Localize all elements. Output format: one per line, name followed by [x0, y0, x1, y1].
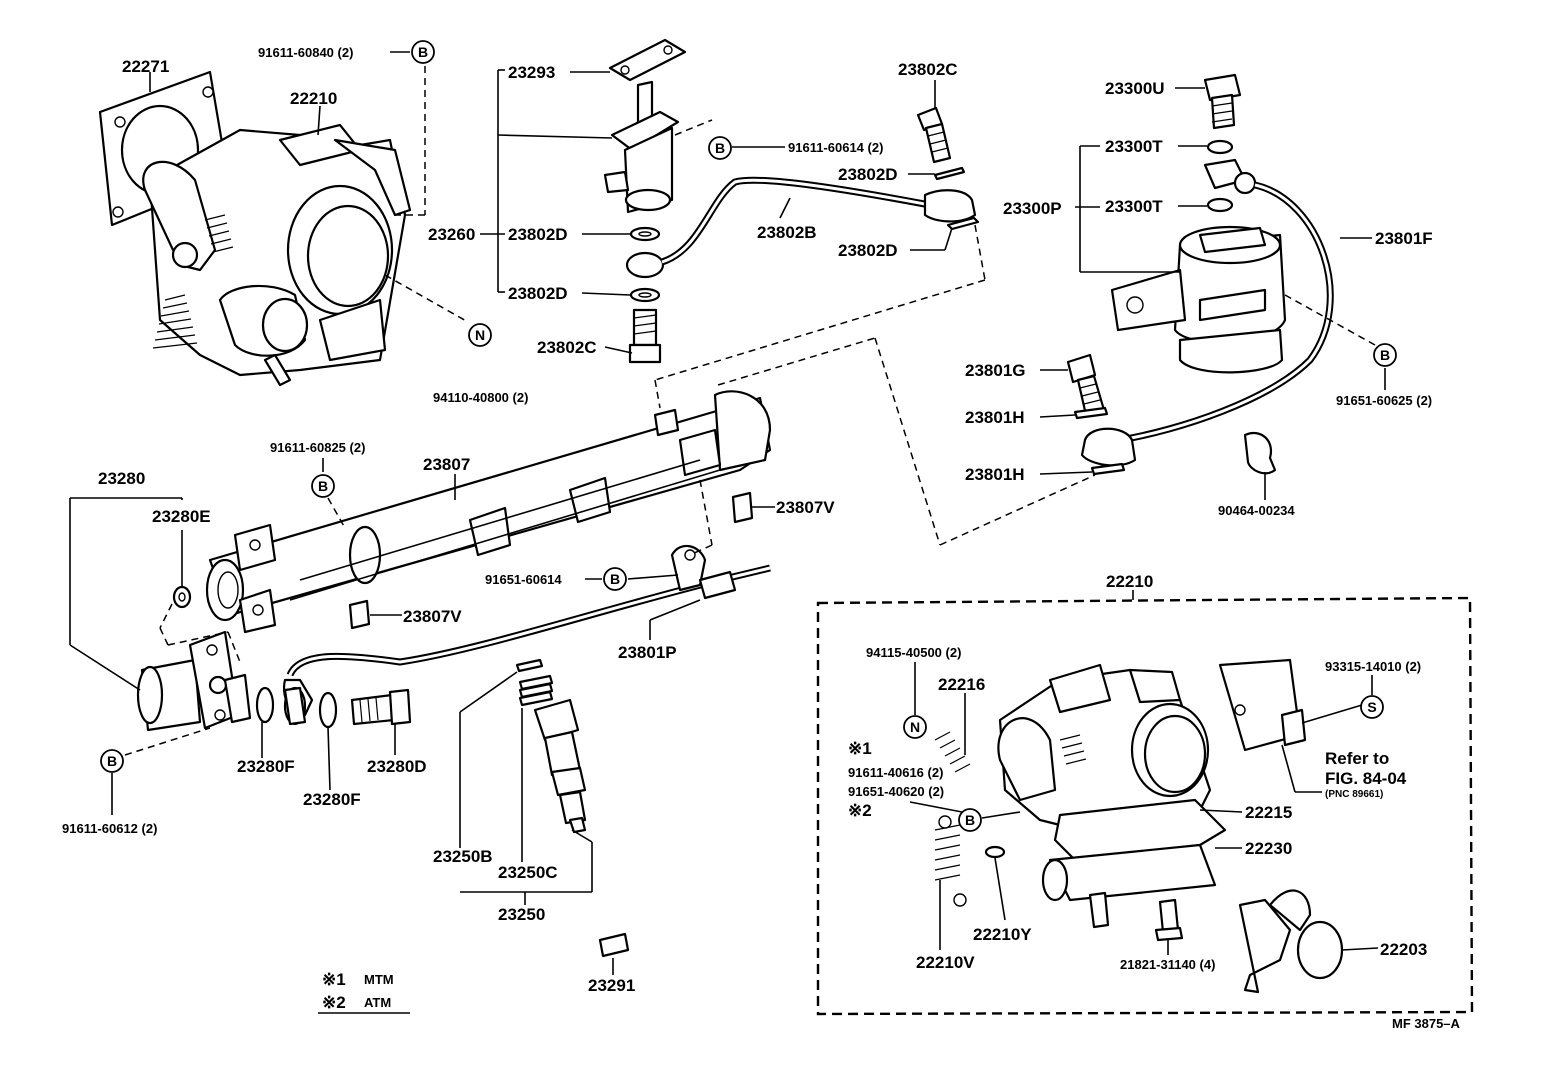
label-23801P: 23801P [618, 643, 677, 662]
label-22210V: 22210V [916, 953, 975, 972]
mark-1-label: ※1 [848, 739, 872, 758]
label-23802B: 23802B [757, 223, 817, 242]
label-23250: 23250 [498, 905, 545, 924]
label-22210-box: 22210 [1106, 572, 1153, 591]
label-91611-60825: 91611-60825 (2) [270, 440, 365, 455]
label-23250B: 23250B [433, 847, 493, 866]
label-23280F-b: 23280F [303, 790, 361, 809]
label-23280: 23280 [98, 469, 145, 488]
part-labels: 22271 91611-60840 (2) 22210 94110-40800 … [62, 45, 1433, 995]
label-23300T-b: 23300T [1105, 197, 1163, 216]
label-23260: 23260 [428, 225, 475, 244]
leaders-injector [459, 671, 614, 975]
svg-text:B: B [965, 812, 975, 828]
label-23300T-a: 23300T [1105, 137, 1163, 156]
label-23801H-b: 23801H [965, 465, 1025, 484]
throttle-body-assembly [98, 70, 412, 387]
label-23280D: 23280D [367, 757, 427, 776]
refer-line-1: Refer to [1325, 749, 1389, 768]
bolt-23802C [916, 106, 980, 231]
label-23293: 23293 [508, 63, 555, 82]
fuel-filter-assembly [1066, 73, 1334, 476]
air-valve-assembly [603, 38, 977, 364]
legend-text-1: MTM [364, 972, 394, 987]
svg-text:B: B [418, 44, 428, 60]
callout-B6: B [100, 749, 124, 773]
label-94115-40500: 94115-40500 (2) [866, 645, 961, 660]
label-23802D-a: 23802D [508, 225, 568, 244]
callout-B2: B [708, 136, 732, 160]
label-22230: 22230 [1245, 839, 1292, 858]
label-91651-60625: 91651-60625 (2) [1336, 393, 1432, 408]
label-23801G: 23801G [965, 361, 1026, 380]
pressure-regulator-assembly [136, 585, 412, 732]
label-23801F: 23801F [1375, 229, 1433, 248]
leaders-regulator [69, 497, 396, 815]
label-22203: 22203 [1380, 940, 1427, 959]
leaders-air-valve [480, 69, 953, 354]
callout-B4: B [311, 474, 335, 498]
leaders-fuel-rail [322, 458, 775, 640]
label-23802C-bottom: 23802C [537, 338, 597, 357]
fuel-rail-assembly [205, 390, 772, 717]
label-23807V-b: 23807V [403, 607, 462, 626]
label-91611-40616: 91611-40616 (2) [848, 765, 943, 780]
injector-assembly [515, 658, 630, 958]
refer-line-2: FIG. 84-04 [1325, 769, 1407, 788]
svg-text:B: B [107, 753, 117, 769]
label-23807V-a: 23807V [776, 498, 835, 517]
leaders-boxed [909, 662, 1379, 955]
label-90464-00234: 90464-00234 [1218, 503, 1295, 518]
callout-N1: N [468, 323, 492, 347]
callout-B7: B [958, 808, 982, 832]
callout-S1: S [1360, 695, 1384, 719]
callout-B1: B [411, 40, 435, 64]
label-23802C-top: 23802C [898, 60, 958, 79]
svg-text:N: N [910, 719, 920, 735]
legend-mark-2: ※2 [322, 993, 346, 1012]
label-91611-60612: 91611-60612 (2) [62, 821, 157, 836]
svg-text:B: B [318, 478, 328, 494]
label-23807: 23807 [423, 455, 470, 474]
label-94110-40800: 94110-40800 (2) [433, 390, 528, 405]
figure-code: MF 3875–A [1392, 1016, 1461, 1031]
mark-2-label: ※2 [848, 801, 872, 820]
label-22216: 22216 [938, 675, 985, 694]
label-91651-40620: 91651-40620 (2) [848, 784, 944, 799]
label-91651-60614: 91651-60614 [485, 572, 562, 587]
svg-text:B: B [715, 140, 725, 156]
label-93315-14010: 93315-14010 (2) [1325, 659, 1421, 674]
label-23300P: 23300P [1003, 199, 1062, 218]
label-23802D-d: 23802D [838, 241, 898, 260]
legend-text-2: ATM [364, 995, 391, 1010]
label-23300U: 23300U [1105, 79, 1165, 98]
legend-mark-1: ※1 [322, 970, 346, 989]
label-91611-60840: 91611-60840 (2) [258, 45, 353, 60]
svg-text:N: N [475, 327, 485, 343]
svg-text:S: S [1367, 699, 1376, 715]
label-23801H-a: 23801H [965, 408, 1025, 427]
label-23802D-b: 23802D [508, 284, 568, 303]
label-23291: 23291 [588, 976, 635, 995]
callout-N2: N [903, 715, 927, 739]
label-23280F-a: 23280F [237, 757, 295, 776]
label-22210-top: 22210 [290, 89, 337, 108]
label-22210Y: 22210Y [973, 925, 1032, 944]
refer-line-3: (PNC 89661) [1325, 789, 1383, 800]
label-22215: 22215 [1245, 803, 1292, 822]
label-23280E: 23280E [152, 507, 211, 526]
label-21821-31140: 21821-31140 (4) [1120, 957, 1215, 972]
label-23802D-c: 23802D [838, 165, 898, 184]
label-23250C: 23250C [498, 863, 558, 882]
callout-B3: B [1373, 343, 1397, 367]
label-91611-60614: 91611-60614 (2) [788, 140, 883, 155]
label-22271: 22271 [122, 57, 169, 76]
leaders-fuel-filter [654, 87, 1386, 546]
callout-B5: B [603, 567, 627, 591]
leaders-top-left [149, 51, 469, 323]
svg-text:B: B [610, 571, 620, 587]
legend: ※1 MTM ※2 ATM [318, 970, 410, 1014]
svg-text:B: B [1380, 347, 1390, 363]
